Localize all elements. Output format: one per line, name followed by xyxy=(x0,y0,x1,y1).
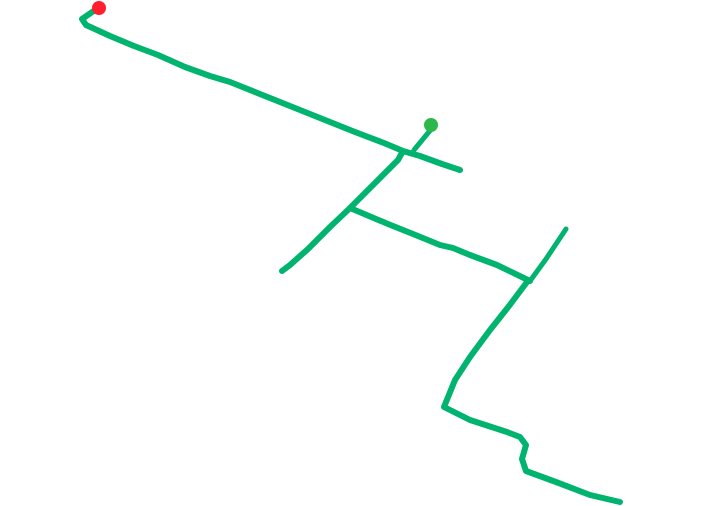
route-segment-right-branch xyxy=(527,226,569,284)
marker-layer xyxy=(92,1,438,132)
route-segment-stub xyxy=(400,148,463,173)
start-marker-icon xyxy=(92,1,106,15)
route-segment-main xyxy=(79,5,406,274)
end-marker-icon xyxy=(424,118,438,132)
route-layer xyxy=(79,5,623,505)
route-segment-crossbar xyxy=(347,205,533,284)
route-segment-south xyxy=(441,279,623,505)
